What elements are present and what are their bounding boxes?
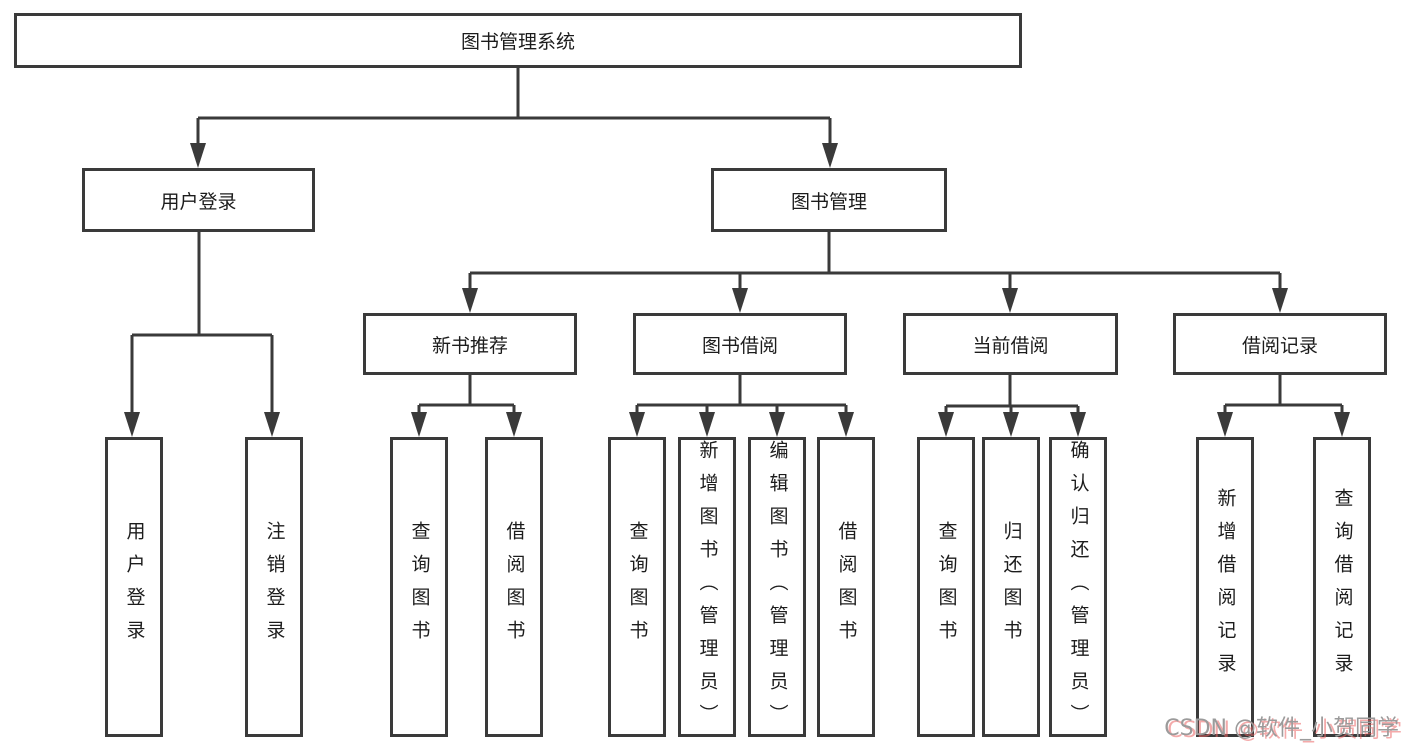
node-book-borrowing: 图书借阅	[633, 313, 847, 375]
leaf-add-book-admin: 新增图书（管理员）	[678, 437, 736, 737]
arrow-down-icon	[629, 412, 645, 437]
arrow-down-icon	[462, 288, 478, 313]
node-root-library-management-system: 图书管理系统	[14, 13, 1022, 68]
arrow-down-icon	[506, 412, 522, 437]
arrow-down-icon	[1272, 288, 1288, 313]
leaf-confirm-return-admin: 确认归还（管理员）	[1049, 437, 1107, 737]
csdn-watermark: CSDN @软件_小贺同学	[1164, 716, 1399, 741]
arrow-down-icon	[1334, 412, 1350, 437]
arrow-down-icon	[699, 412, 715, 437]
arrow-down-icon	[938, 412, 954, 437]
leaf-logout: 注销登录	[245, 437, 303, 737]
arrow-down-icon	[822, 143, 838, 168]
leaf-user-login: 用户登录	[105, 437, 163, 737]
leaf-add-borrow-record: 新增借阅记录	[1196, 437, 1254, 737]
leaf-query-borrow-record: 查询借阅记录	[1313, 437, 1371, 737]
arrow-down-icon	[1070, 412, 1086, 437]
arrow-down-icon	[769, 412, 785, 437]
arrow-down-icon	[1002, 288, 1018, 313]
arrow-down-icon	[264, 412, 280, 437]
arrow-down-icon	[1003, 412, 1019, 437]
leaf-query-book-3: 查询图书	[917, 437, 975, 737]
node-current-borrowing: 当前借阅	[903, 313, 1118, 375]
node-new-book-recommend: 新书推荐	[363, 313, 577, 375]
arrow-down-icon	[411, 412, 427, 437]
leaf-query-book-1: 查询图书	[390, 437, 448, 737]
arrow-down-icon	[838, 412, 854, 437]
node-book-management: 图书管理	[711, 168, 947, 232]
leaf-return-book: 归还图书	[982, 437, 1040, 737]
leaf-borrow-book-1: 借阅图书	[485, 437, 543, 737]
arrow-down-icon	[1217, 412, 1233, 437]
node-borrow-records: 借阅记录	[1173, 313, 1387, 375]
arrow-down-icon	[732, 288, 748, 313]
leaf-edit-book-admin: 编辑图书（管理员）	[748, 437, 806, 737]
arrow-down-icon	[190, 143, 206, 168]
leaf-borrow-book-2: 借阅图书	[817, 437, 875, 737]
node-user-login: 用户登录	[82, 168, 315, 232]
leaf-query-book-2: 查询图书	[608, 437, 666, 737]
arrow-down-icon	[124, 412, 140, 437]
